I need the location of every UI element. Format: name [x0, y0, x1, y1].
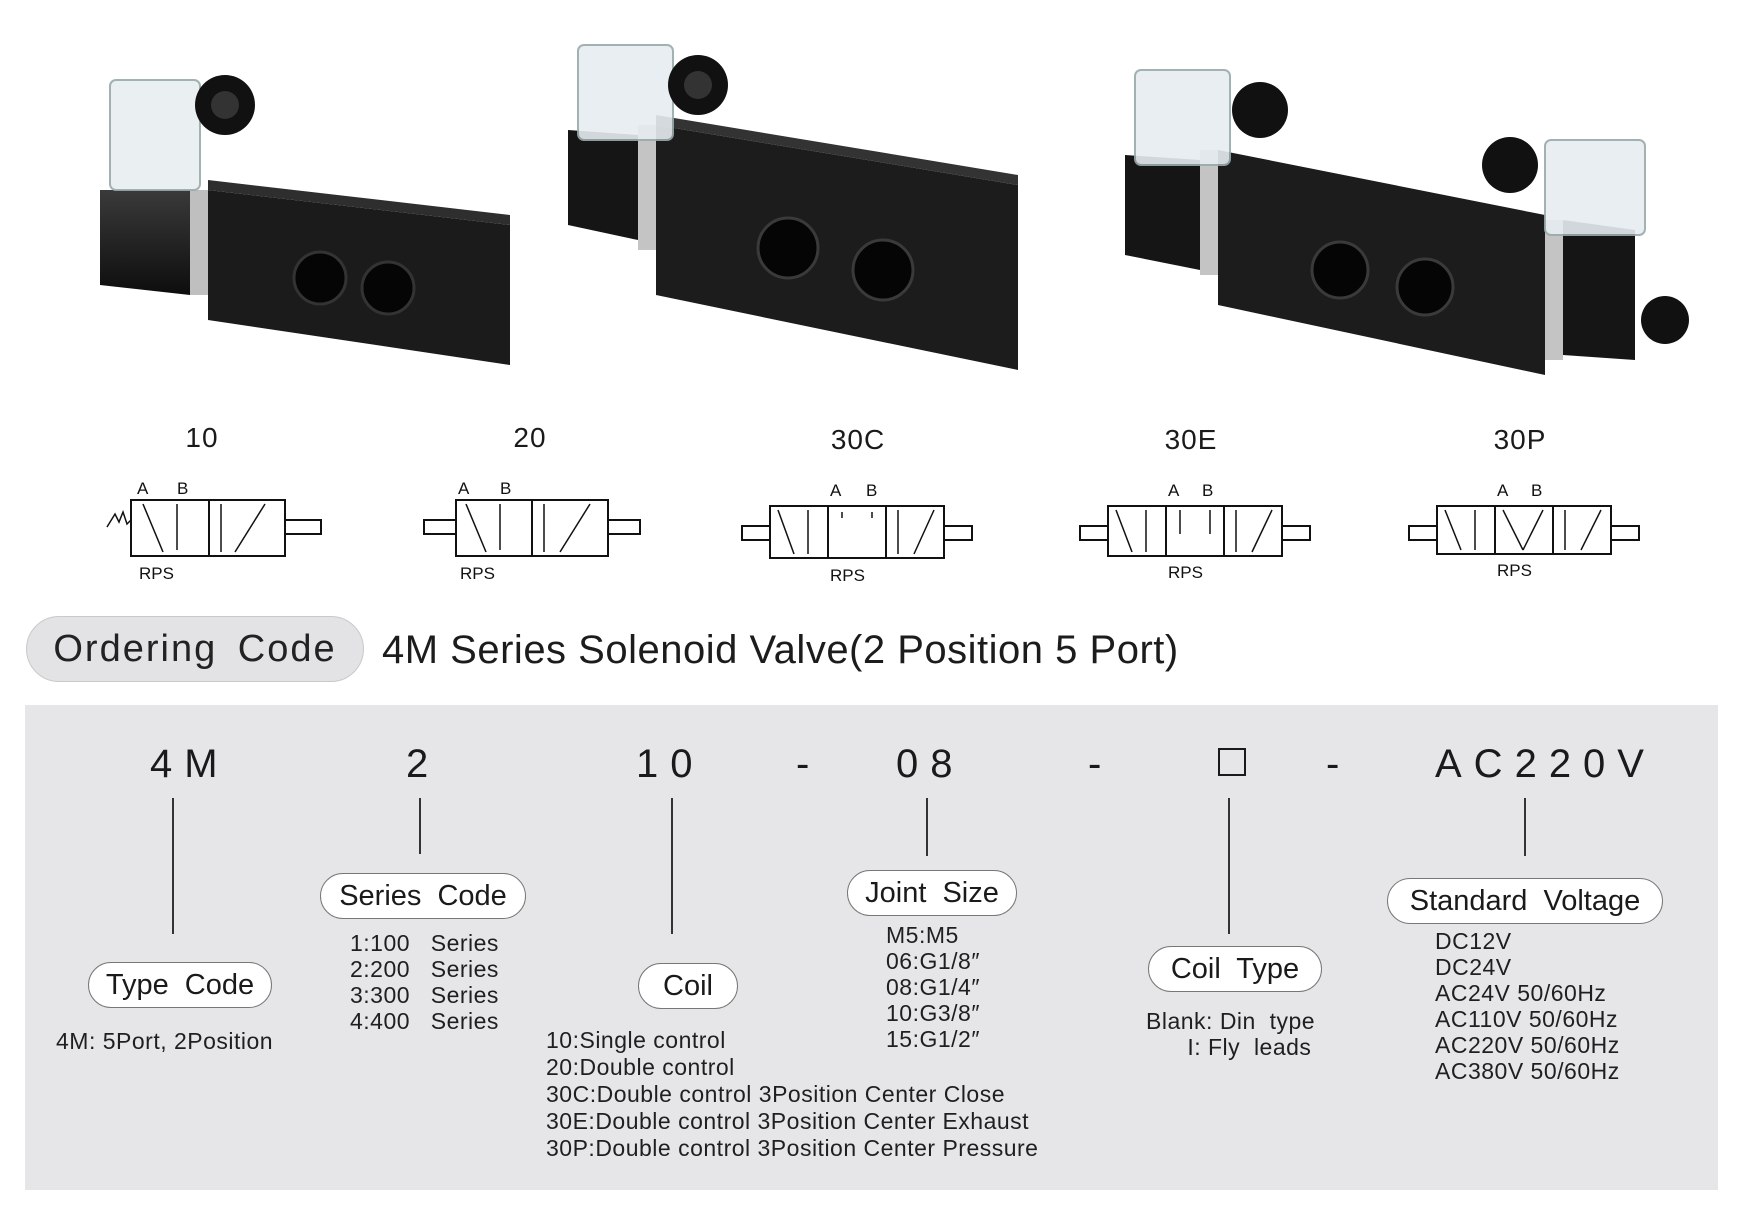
symbol-10: A B RPS — [105, 472, 345, 592]
coil-line: 30P:Double control 3Position Center Pres… — [546, 1135, 1039, 1161]
port-b: B — [866, 481, 877, 500]
port-rps: RPS — [830, 566, 865, 585]
joint-size-line: M5:M5 — [886, 922, 959, 948]
model-label-30c: 30C — [830, 424, 886, 455]
port-rps: RPS — [1497, 561, 1532, 580]
ordering-code-panel — [25, 705, 1718, 1190]
symbol-20: A B RPS — [420, 472, 660, 592]
joint-size-line: 08:G1/4″ — [886, 974, 980, 1000]
voltage-line: DC12V — [1435, 928, 1512, 954]
model-label-30p: 30P — [1493, 424, 1547, 455]
code-dash-1: - — [796, 742, 810, 786]
joint-size-line: 15:G1/2″ — [886, 1026, 980, 1052]
coil-line: 20:Double control — [546, 1054, 735, 1080]
valve-photo-double-a — [548, 30, 1048, 380]
port-rps: RPS — [1168, 563, 1203, 582]
port-b: B — [177, 479, 188, 498]
coil-line: 10:Single control — [546, 1027, 726, 1053]
type-code-desc: 4M: 5Port, 2Position — [56, 1028, 273, 1054]
symbol-30p: A B RPS — [1405, 474, 1645, 594]
series-code-pill: Series Code — [320, 873, 526, 919]
joint-size-line: 06:G1/8″ — [886, 948, 980, 974]
coil-type-desc: Blank: Din type I: Fly leads — [1146, 1008, 1315, 1060]
valve-photo-single — [90, 60, 520, 370]
joint-size-pill: Joint Size — [847, 870, 1017, 916]
model-label-20: 20 — [513, 422, 547, 453]
port-b: B — [500, 479, 511, 498]
port-a: A — [1168, 481, 1180, 500]
voltage-line: AC380V 50/60Hz — [1435, 1058, 1620, 1084]
code-voltage: AC220V — [1435, 742, 1656, 786]
connector-line-series — [419, 798, 421, 854]
coil-type-pill: Coil Type — [1148, 946, 1322, 992]
symbol-30e: A B RPS — [1076, 474, 1316, 594]
port-a: A — [458, 479, 470, 498]
code-joint: 08 — [896, 742, 965, 786]
connector-line-voltage — [1524, 798, 1526, 856]
model-label-30e: 30E — [1164, 424, 1218, 455]
joint-size-desc: M5:M5 06:G1/8″ 08:G1/4″ 10:G3/8″ 15:G1/2… — [886, 922, 980, 1052]
port-b: B — [1531, 481, 1542, 500]
series-code-desc: 1:100 Series 2:200 Series 3:300 Series 4… — [350, 930, 499, 1034]
code-dash-2: - — [1088, 742, 1102, 786]
code-series: 2 — [406, 742, 441, 786]
port-rps: RPS — [460, 564, 495, 583]
port-b: B — [1202, 481, 1213, 500]
coil-pill: Coil — [638, 963, 738, 1009]
code-coil-type-box — [1218, 748, 1246, 776]
connector-line-coil-type — [1228, 798, 1230, 934]
series-code-line: 2:200 Series — [350, 956, 499, 982]
standard-voltage-desc: DC12V DC24V AC24V 50/60Hz AC110V 50/60Hz… — [1435, 928, 1620, 1084]
port-a: A — [137, 479, 149, 498]
code-coil: 10 — [636, 742, 705, 786]
coil-desc: 10:Single control 20:Double control 30C:… — [546, 1027, 1038, 1162]
coil-line: 30C:Double control 3Position Center Clos… — [546, 1081, 1006, 1107]
symbol-30c: A B RPS — [738, 474, 978, 594]
port-a: A — [830, 481, 842, 500]
series-code-line: 3:300 Series — [350, 982, 499, 1008]
port-a: A — [1497, 481, 1509, 500]
connector-line-joint — [926, 798, 928, 856]
port-rps: RPS — [139, 564, 174, 583]
series-code-line: 4:400 Series — [350, 1008, 499, 1034]
joint-size-line: 10:G3/8″ — [886, 1000, 980, 1026]
voltage-line: AC220V 50/60Hz — [1435, 1032, 1620, 1058]
ordering-code-pill: Ordering Code — [26, 616, 364, 682]
connector-line-type — [172, 798, 174, 934]
voltage-line: DC24V — [1435, 954, 1512, 980]
connector-line-coil — [671, 798, 673, 934]
valve-photo-double-b — [1105, 55, 1695, 385]
series-title: 4M Series Solenoid Valve(2 Position 5 Po… — [382, 628, 1179, 672]
type-code-line: 4M: 5Port, 2Position — [56, 1028, 274, 1054]
model-label-10: 10 — [185, 422, 219, 453]
series-code-line: 1:100 Series — [350, 930, 499, 956]
coil-type-line: I: Fly leads — [1146, 1034, 1312, 1060]
coil-type-line: Blank: Din type — [1146, 1008, 1316, 1034]
voltage-line: AC110V 50/60Hz — [1435, 1006, 1619, 1032]
type-code-pill: Type Code — [88, 962, 272, 1008]
code-type: 4M — [150, 742, 230, 786]
coil-line: 30E:Double control 3Position Center Exha… — [546, 1108, 1030, 1134]
code-dash-3: - — [1326, 742, 1340, 786]
standard-voltage-pill: Standard Voltage — [1387, 878, 1663, 924]
voltage-line: AC24V 50/60Hz — [1435, 980, 1607, 1006]
